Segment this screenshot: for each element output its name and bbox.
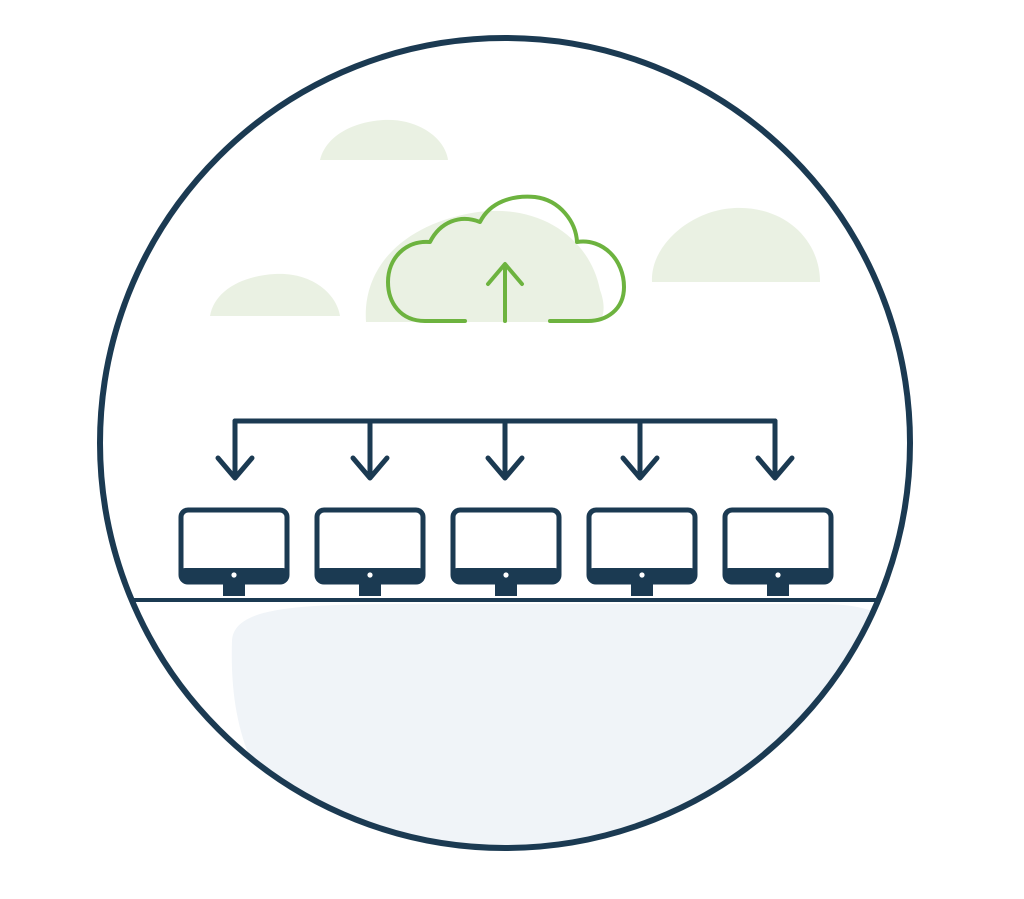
monitor-power-dot (503, 572, 509, 578)
outer-circle (97, 35, 913, 851)
monitor-stand (767, 582, 789, 596)
monitor-icon (722, 507, 834, 596)
monitor-icon (586, 507, 698, 596)
monitor-power-dot (367, 572, 373, 578)
arrow-down-icon (620, 418, 660, 481)
monitor-row (178, 507, 834, 596)
arrow-down-icon (215, 418, 255, 481)
monitor-stand (631, 582, 653, 596)
monitor-icon (314, 507, 426, 596)
arrow-head (215, 455, 255, 481)
cloud-shape-behind-main (365, 210, 604, 322)
cloud-shape-right (651, 207, 820, 282)
monitor-icon (450, 507, 562, 596)
arrow-down-icon (485, 418, 525, 481)
monitor-power-dot (639, 572, 645, 578)
monitor-power-dot (775, 572, 781, 578)
cloud-outline (386, 194, 626, 323)
monitor-stand (359, 582, 381, 596)
monitor-icon (178, 507, 290, 596)
upload-arrow-head (486, 262, 524, 286)
cloud-shape-top (320, 119, 448, 160)
cloud-upload-icon (386, 194, 626, 323)
arrow-head (485, 455, 525, 481)
monitor-stand (223, 582, 245, 596)
arrow-down-icon (350, 418, 390, 481)
cloud-shape-left (210, 273, 340, 316)
arrow-down-icon (755, 418, 795, 481)
monitor-power-dot (231, 572, 237, 578)
monitor-stand (495, 582, 517, 596)
arrow-head (350, 455, 390, 481)
arrow-head (620, 455, 660, 481)
background-clouds (210, 119, 820, 322)
distribution-tree (215, 418, 795, 481)
arrow-head (755, 455, 795, 481)
